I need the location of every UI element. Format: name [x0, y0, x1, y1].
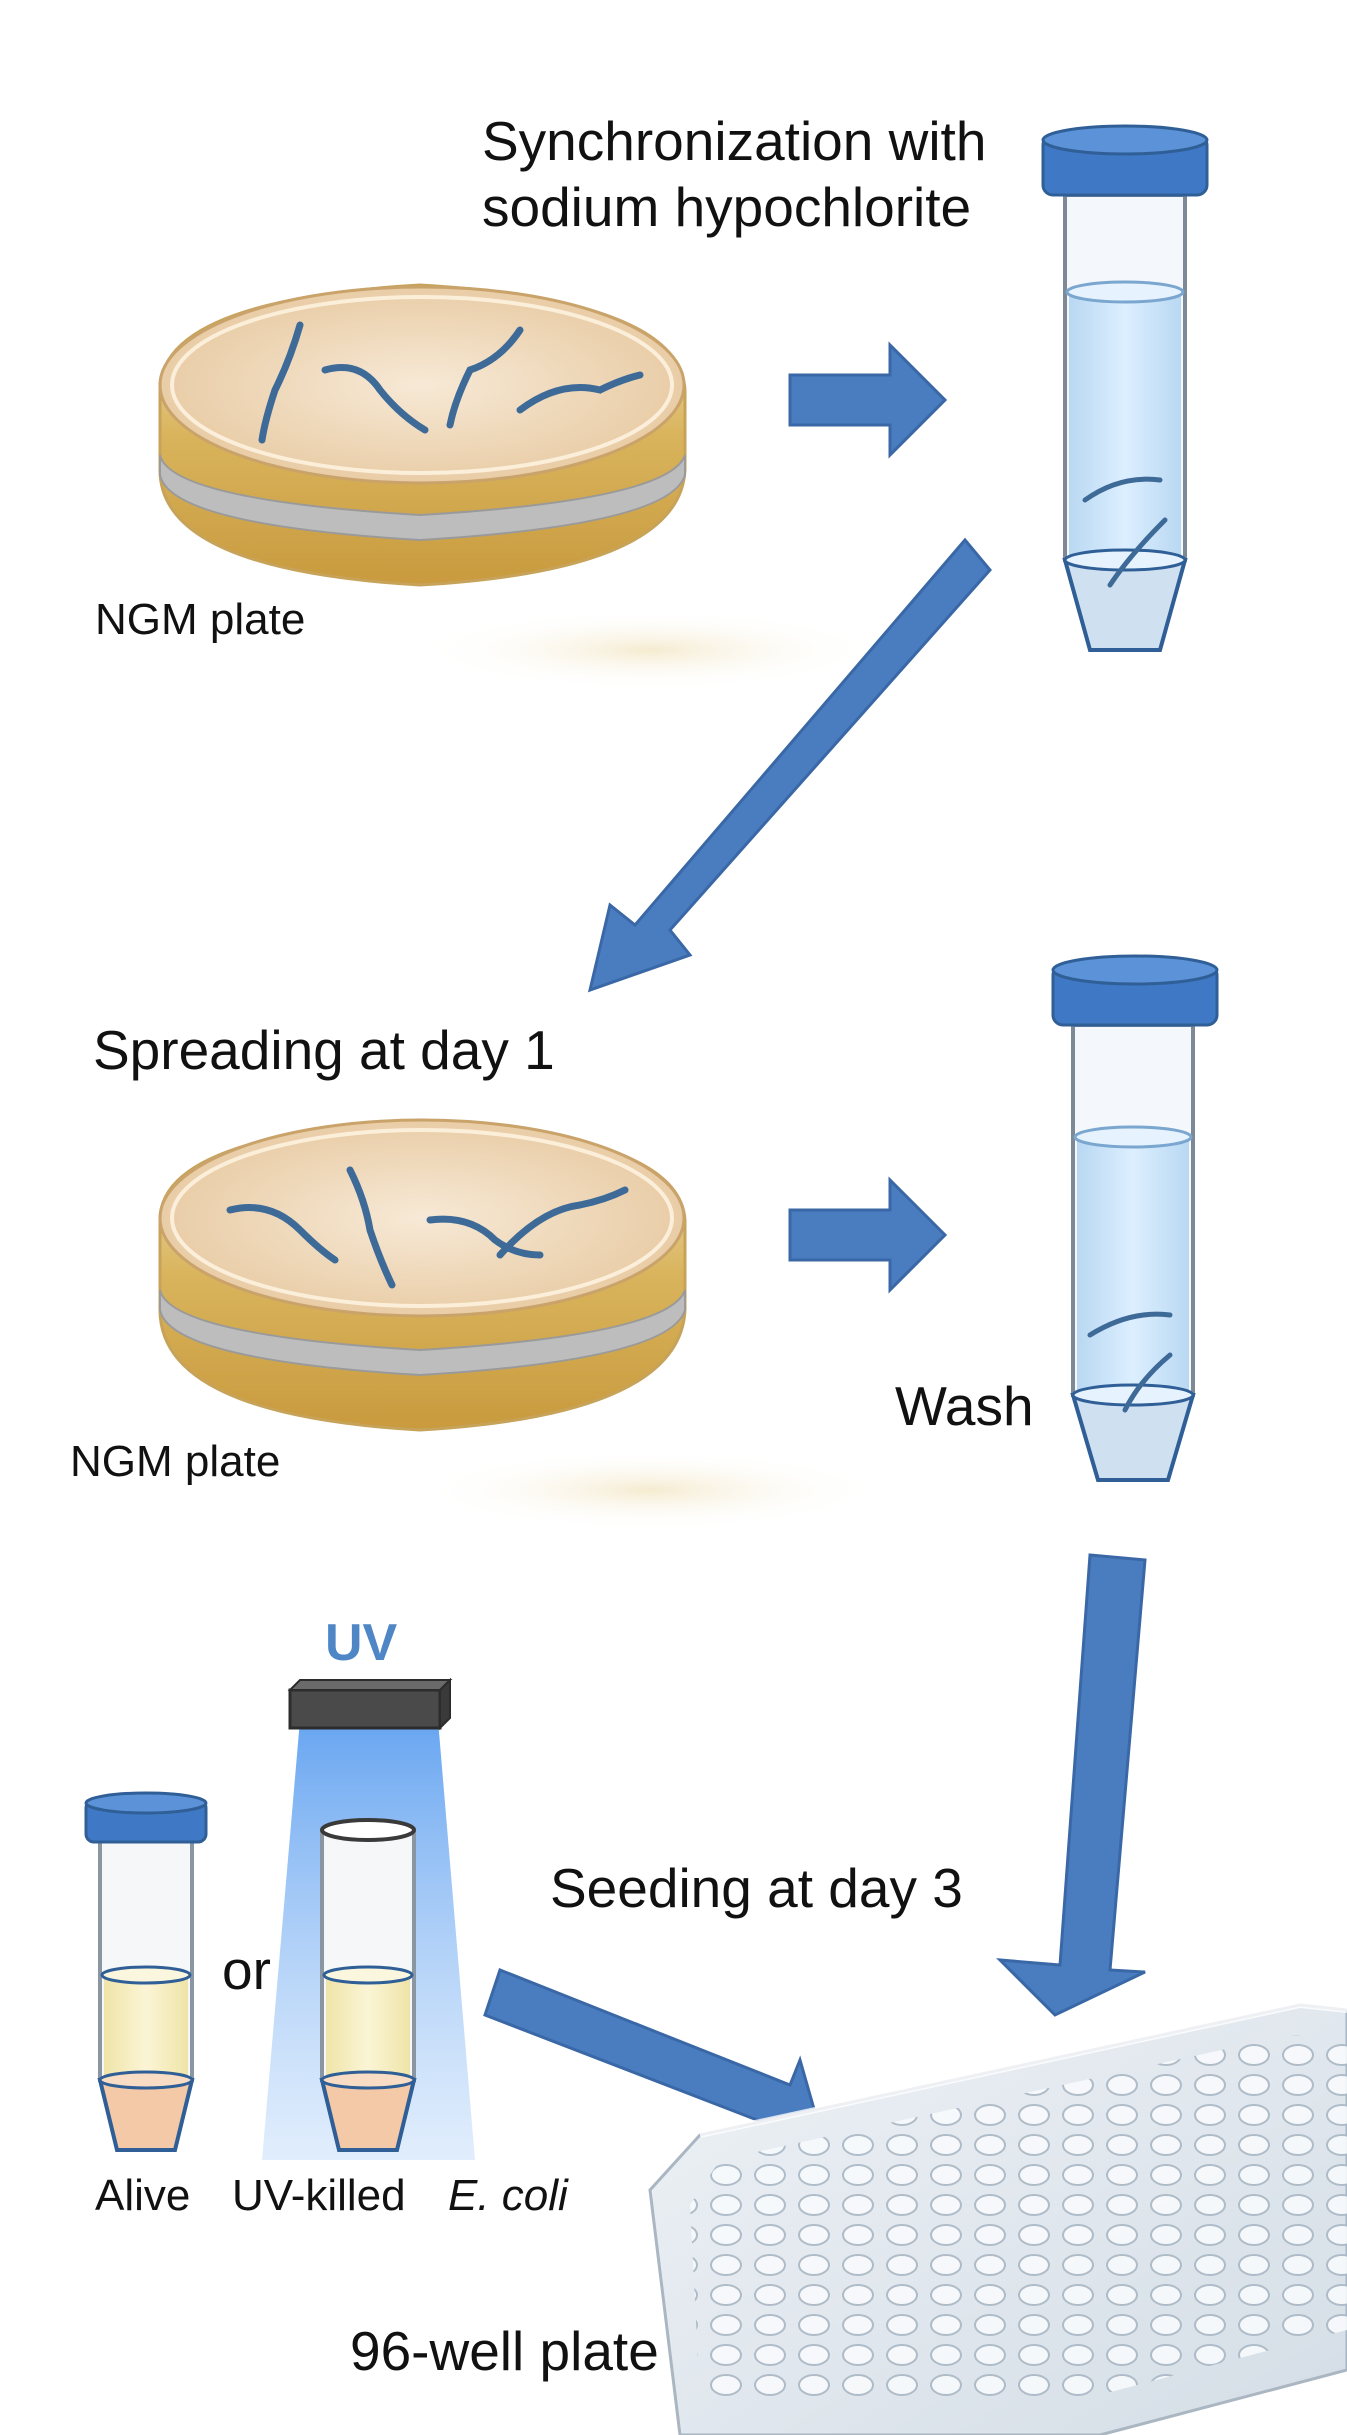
well-plate-icon	[648, 2001, 1347, 2435]
uv-label: UV	[325, 1614, 398, 1672]
arrow-tube2-to-wellplate	[996, 1553, 1147, 2017]
uv-killed-label: UV-killed	[232, 2171, 406, 2220]
sync-label-line2: sodium hypochlorite	[482, 176, 972, 238]
ecoli-label: E. coli	[448, 2171, 568, 2220]
sync-label-line1: Synchronization with	[482, 110, 987, 172]
arrow-plate2-to-tube2	[788, 1176, 948, 1294]
wash-tube-icon	[1051, 954, 1219, 1482]
ngm-plate-1-icon	[158, 283, 880, 690]
sync-tube-icon	[1041, 124, 1209, 652]
seeding-label: Seeding at day 3	[550, 1857, 963, 1919]
arrow-plate1-to-tube1	[788, 341, 948, 459]
alive-label: Alive	[95, 2171, 191, 2220]
ngm-plate-2-label: NGM plate	[70, 1437, 281, 1486]
wash-label: Wash	[895, 1375, 1034, 1437]
ngm-plate-2-icon	[158, 1118, 880, 1530]
alive-culture-tube-icon	[84, 1791, 208, 2152]
arrow-tube1-to-spreading	[587, 537, 992, 993]
uv-killed-culture-tube-icon	[319, 1818, 417, 2152]
spreading-label: Spreading at day 1	[93, 1019, 555, 1081]
or-label: or	[222, 1939, 271, 2001]
ngm-plate-1-label: NGM plate	[95, 595, 306, 644]
well-plate-label: 96-well plate	[350, 2320, 659, 2382]
